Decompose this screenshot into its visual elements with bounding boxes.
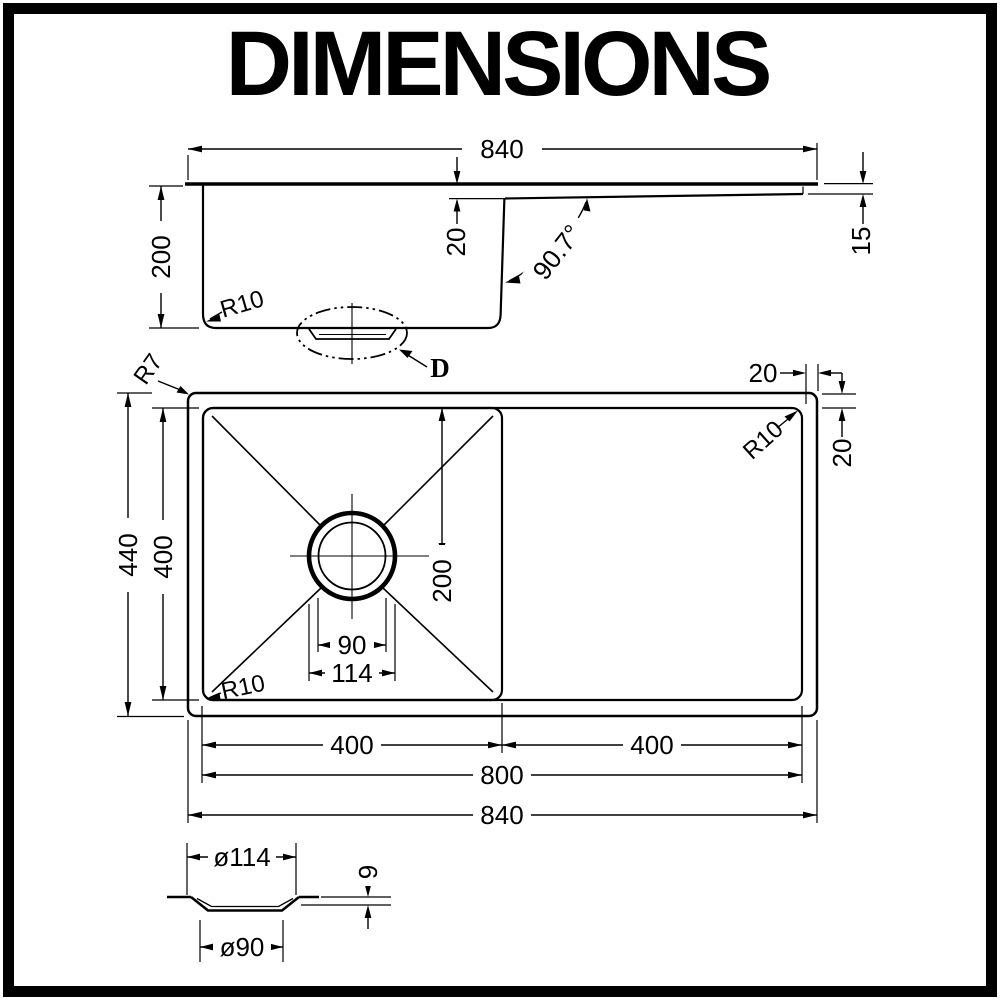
top-inner-radius-value: R10 [738,416,789,466]
top-dim-bowl-width: 400 [202,730,502,760]
detail-waste-section [167,895,319,912]
top-bowl-width-value: 400 [330,730,373,760]
top-inner-width-value: 800 [480,760,523,790]
top-bowl-rect [201,406,504,702]
top-overall-depth-value: 440 [113,533,143,576]
side-corner-radius-value: R10 [217,285,267,323]
top-dim-drain-offset: 200 [427,408,457,617]
side-dim-overall-width: 840 [187,134,818,180]
detail-dim-inner-dia: ø90 [199,920,284,962]
drain-detail: ø114 9 [167,842,391,962]
side-view: 840 200 [146,134,876,383]
top-dim-inner-width: 800 [202,760,802,790]
top-dim-drain-outer: 114 [308,604,396,688]
top-inner-depth-value: 400 [148,535,178,578]
side-dim-wall-angle: 90.7° [505,198,592,292]
top-dim-flange-side: 20 [822,373,857,467]
detail-inner-dia-value: ø90 [220,932,265,962]
side-dim-end-height: 15 [808,152,876,255]
top-drain-inner-value: 90 [338,630,367,660]
side-drain-label: D [430,353,450,383]
detail-dim-depth: 9 [301,858,391,929]
side-dim-bowl-depth: 200 [146,185,199,329]
side-drainboard-line [504,192,804,200]
top-flange-side-value: 20 [827,439,857,468]
top-drain-crosshair [290,494,448,619]
top-overall-width-value: 840 [480,800,523,830]
top-inner-radius-label: R10 [738,410,798,466]
page-title: DIMENSIONS [226,13,769,115]
detail-depth-value: 9 [353,865,383,879]
detail-dim-outer-dia: ø114 [186,842,297,895]
top-bowl-diagonals [211,415,494,693]
top-dim-overall-depth: 440 [113,392,184,718]
side-end-height-value: 15 [846,227,876,256]
top-dim-overall-width: 840 [188,800,817,830]
detail-outer-dia-value: ø114 [213,842,270,872]
top-dim-drain-inner: 90 [317,598,387,660]
top-dim-inner-depth: 400 [148,407,199,701]
side-rim-step-value: 20 [441,228,471,257]
side-overall-width-value: 840 [480,134,523,164]
page-border [3,3,997,997]
top-flange-top-value: 20 [749,358,778,388]
top-drainer-width-value: 400 [630,730,673,760]
side-bowl-depth-value: 200 [146,235,176,278]
top-view: 200 90 114 R10 [113,349,857,830]
top-outer-radius-value: R7 [129,349,169,390]
top-dim-flange-top: 20 [749,358,842,404]
top-drain-outer-value: 114 [331,658,372,688]
side-drain-callout: D [399,349,450,383]
top-drain-offset-value: 200 [427,559,457,602]
top-dim-drainer-width: 400 [502,730,802,760]
top-outer-radius-label: R7 [129,349,189,395]
side-corner-radius-label: R10 [206,285,267,324]
side-dim-rim-step: 20 [441,157,504,256]
